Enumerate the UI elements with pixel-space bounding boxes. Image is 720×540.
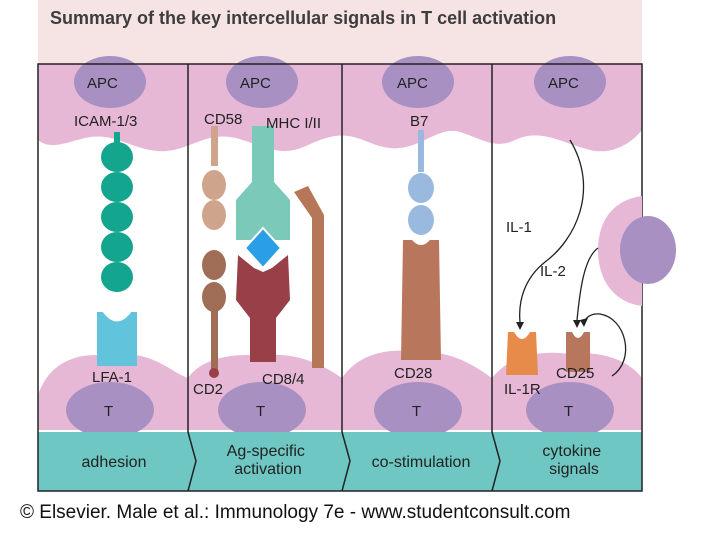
cd25-molecule	[566, 332, 590, 372]
il1-arrowhead	[516, 322, 524, 330]
b7-domain	[408, 173, 434, 203]
mhc-molecule	[236, 126, 290, 240]
cd58-label: CD58	[204, 111, 242, 128]
icam-domain	[101, 202, 133, 232]
icam-domain	[101, 262, 133, 292]
t-label: T	[412, 403, 421, 420]
il1r-label: IL-1R	[504, 381, 541, 398]
apc-nucleus	[74, 56, 146, 108]
chevron-separator	[187, 431, 197, 492]
copyright-footer: © Elsevier. Male et al.: Immunology 7e -…	[20, 502, 571, 523]
cd2-label: CD2	[193, 381, 223, 398]
cd28-label: CD28	[394, 365, 432, 382]
mhc-label: MHC I/II	[266, 115, 321, 132]
apc-nucleus	[226, 56, 298, 108]
b7-domain	[408, 205, 434, 235]
category-label-cytokine-line1: cytokine	[542, 443, 601, 460]
tcr-molecule	[236, 255, 290, 362]
il2-arrow	[576, 247, 599, 321]
t-nucleus	[526, 382, 614, 438]
icam-domain	[101, 172, 133, 202]
apc-label: APC	[87, 75, 118, 92]
category-label-ag-activation: Ag-specific activation	[227, 443, 310, 478]
category-label-ag-activation-line2: activation	[234, 461, 302, 478]
cd25-label: CD25	[556, 365, 594, 382]
il2-arrowhead	[573, 320, 581, 328]
panel-costimulation	[401, 130, 441, 360]
second-t-nucleus	[620, 216, 676, 284]
figure-title: Summary of the key intercellular signals…	[38, 0, 642, 64]
lfa1-groove	[102, 311, 132, 322]
cd8-molecule	[294, 186, 324, 368]
apc-membrane	[38, 64, 642, 152]
lfa1-label: LFA-1	[92, 369, 132, 386]
category-separators	[187, 431, 501, 492]
apc-nucleus	[382, 56, 454, 108]
cd2-domain	[202, 282, 226, 312]
antigen-peptide	[243, 226, 283, 270]
il1r-molecule	[506, 332, 538, 375]
t-label: T	[104, 403, 113, 420]
category-label-cytokine: cytokine signals	[542, 443, 605, 478]
apc-nucleus	[534, 56, 606, 108]
t-nucleus	[374, 382, 462, 438]
apc-nuclei	[74, 56, 606, 108]
cd8-label: CD8/4	[262, 371, 305, 388]
cd58-stalk	[211, 126, 218, 166]
b7-stalk	[418, 130, 424, 172]
icam-domain	[101, 232, 133, 262]
autocrine-arrowhead	[580, 318, 588, 327]
chevron-separator	[491, 431, 501, 492]
cd2-stalk	[211, 310, 218, 370]
apc-label: APC	[548, 75, 579, 92]
t-nucleus	[66, 382, 154, 438]
b7-label: B7	[410, 113, 428, 130]
lfa1-molecule	[97, 312, 137, 366]
t-label: T	[564, 403, 573, 420]
autocrine-arrow	[583, 313, 627, 377]
cd2-domain	[202, 200, 226, 230]
icam-molecule	[101, 132, 133, 292]
t-nucleus	[218, 382, 306, 438]
il1-label: IL-1	[506, 219, 532, 236]
icam-domain	[101, 142, 133, 172]
il2-label: IL-2	[540, 263, 566, 280]
apc-label: APC	[397, 75, 428, 92]
t-label: T	[256, 403, 265, 420]
cd2-anchor	[209, 368, 219, 378]
chevron-separator	[341, 431, 351, 492]
t-nuclei	[66, 382, 614, 438]
apc-label: APC	[240, 75, 271, 92]
category-label-cytokine-line2: signals	[549, 461, 599, 478]
category-band	[38, 432, 642, 491]
category-label-ag-activation-line1: Ag-specific	[227, 443, 305, 460]
cd2-domain	[202, 250, 226, 280]
panel-cytokine	[506, 139, 676, 377]
il1-arrow	[519, 139, 585, 323]
category-labels: adhesion Ag-specific activation co-stimu…	[82, 443, 605, 478]
panel-ag-activation	[202, 126, 324, 378]
t-cell-membrane	[38, 350, 642, 430]
icam-label: ICAM-1/3	[74, 113, 137, 130]
category-label-costimulation: co-stimulation	[372, 454, 471, 471]
cd2-domain	[202, 170, 226, 200]
panel-adhesion	[97, 132, 137, 366]
category-label-adhesion: adhesion	[82, 454, 147, 471]
labels: APC APC APC APC T T T T ICAM-1/3 LFA-1 C…	[74, 75, 594, 420]
cd28-molecule	[401, 240, 441, 360]
